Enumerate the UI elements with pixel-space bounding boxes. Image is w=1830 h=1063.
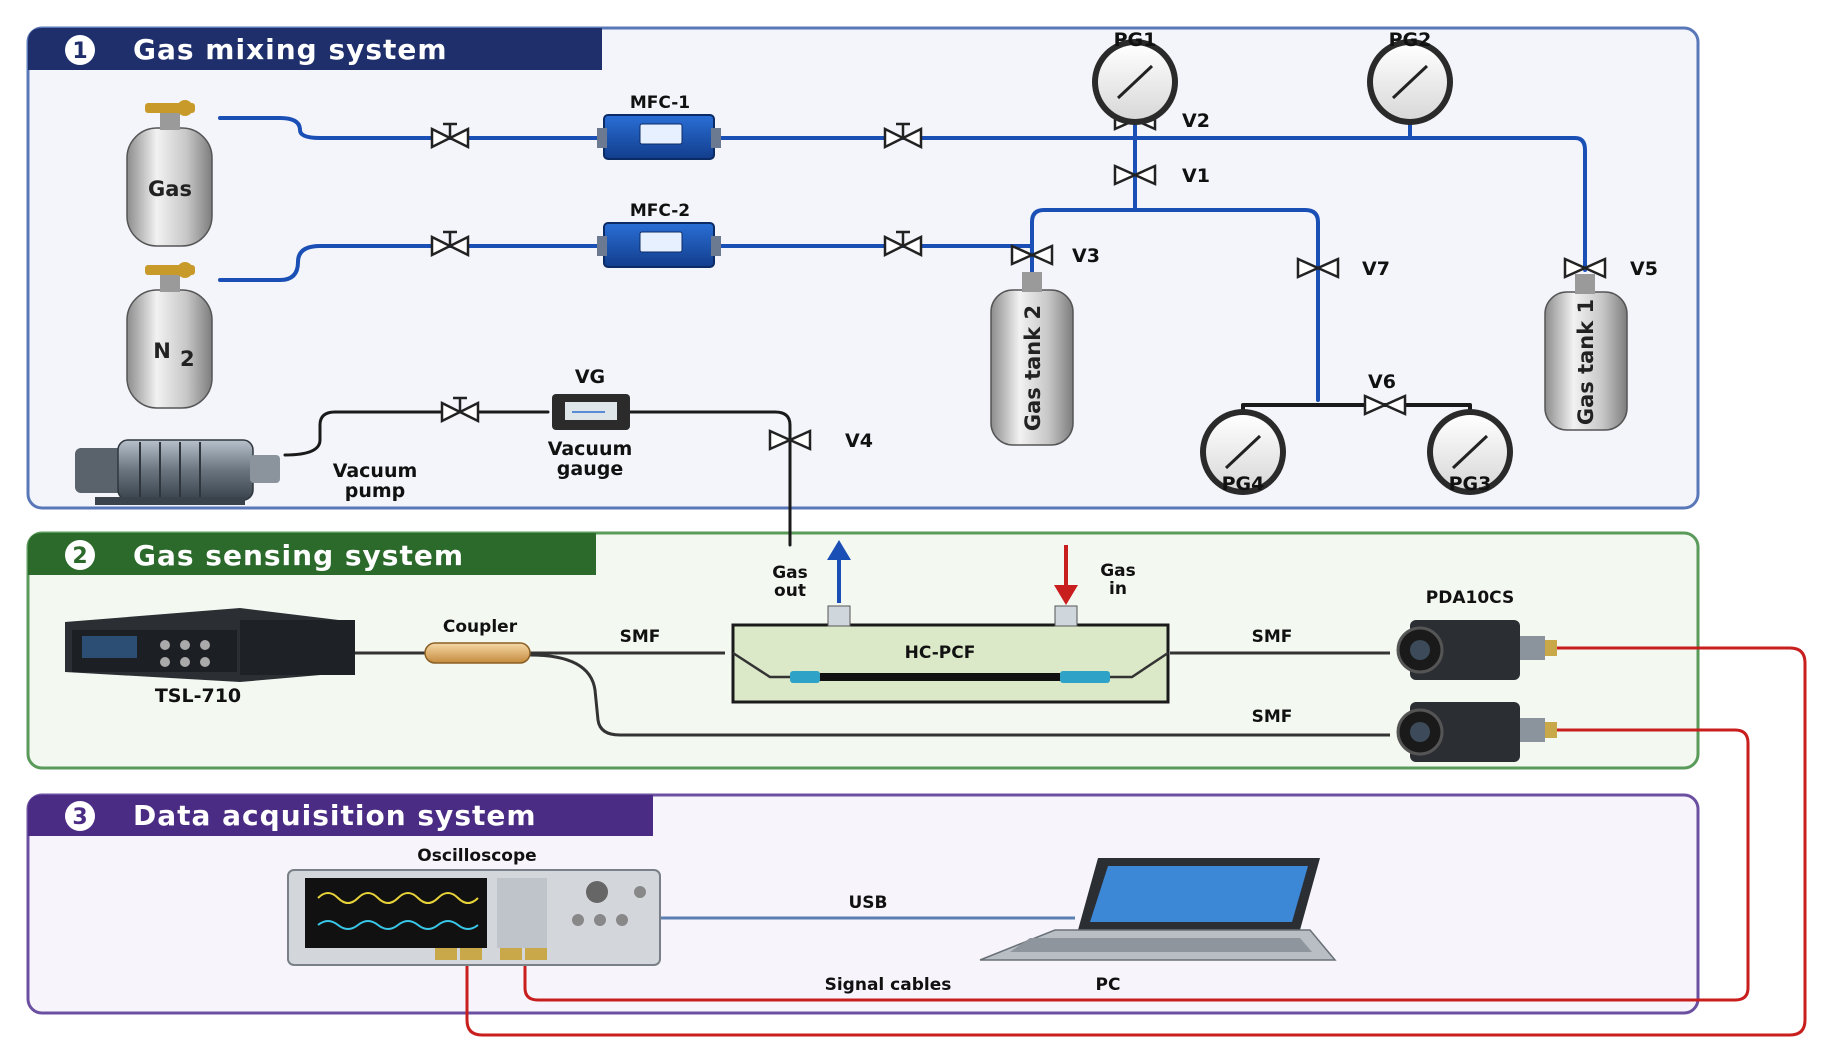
valve-v5-label: V5 (1630, 258, 1658, 280)
hc-pcf-chamber (731, 605, 1170, 704)
vacuum-pump-label-1: Vacuum (333, 460, 418, 482)
oscilloscope (287, 869, 661, 966)
pg4-label: PG4 (1222, 473, 1265, 495)
gas-in-arrow (1054, 545, 1078, 605)
gas-cylinder: Gas (126, 100, 213, 247)
mfc1: MFC-1 (597, 93, 721, 160)
vg-label: VG (575, 366, 605, 388)
smf-label-3: SMF (1252, 707, 1293, 727)
pressure-gauge-pg2 (1367, 39, 1453, 125)
valve-v4[interactable] (768, 429, 812, 451)
gas-out-label-1: Gas (772, 563, 808, 583)
gas-tank-2-label: Gas tank 2 (1021, 305, 1045, 431)
mfc2-label: MFC-2 (630, 201, 690, 221)
section-3-title: Data acquisition system (133, 799, 537, 832)
pg1-label: PG1 (1114, 29, 1157, 51)
smf-label-1: SMF (620, 627, 661, 647)
laser-tsl710 (65, 608, 355, 682)
vacuum-gauge (552, 394, 630, 430)
valve-mfc2-outlet[interactable] (883, 230, 923, 258)
pressure-gauge-pg1 (1092, 39, 1178, 125)
photodetector-1 (1396, 620, 1557, 680)
section-2-title: Gas sensing system (133, 539, 464, 572)
signal-cables (465, 646, 1807, 1037)
valve-v1[interactable] (1113, 164, 1157, 186)
laptop-pc (979, 858, 1337, 961)
vacuum-gauge-label-2: gauge (557, 458, 623, 480)
vacuum-pump (75, 439, 280, 505)
pc-label: PC (1096, 975, 1121, 995)
mfc2: MFC-2 (597, 201, 721, 268)
section-3-number: 3 (72, 805, 87, 830)
gas-out-label-2: out (774, 581, 806, 601)
valve-v4-label: V4 (845, 430, 873, 452)
gas-in-label-1: Gas (1100, 561, 1136, 581)
n2-cylinder-label: N (153, 339, 171, 363)
usb-label: USB (848, 893, 887, 913)
pg3-label: PG3 (1449, 473, 1492, 495)
valve-v7[interactable] (1296, 257, 1340, 279)
valve-v6-label: V6 (1368, 371, 1396, 393)
section-1-number: 1 (72, 39, 87, 64)
pressure-gauge-pg4 (1200, 409, 1286, 495)
vacuum-pump-label-2: pump (345, 480, 406, 502)
gas-tank-1-label: Gas tank 1 (1574, 299, 1598, 425)
oscilloscope-label: Oscilloscope (417, 846, 536, 866)
gas-in-label-2: in (1109, 579, 1127, 599)
mfc1-label: MFC-1 (630, 93, 690, 113)
pg2-label: PG2 (1389, 29, 1432, 51)
fiber-lines (355, 651, 1390, 737)
gas-tank-1: Gas tank 1 (1544, 274, 1628, 431)
section-1-frame: 1 Gas mixing system (26, 26, 1700, 510)
valve-n2-inlet[interactable] (430, 230, 470, 258)
smf-label-2: SMF (1252, 627, 1293, 647)
laser-label: TSL-710 (155, 685, 241, 707)
n2-cylinder: N 2 (126, 262, 213, 409)
pressure-gauge-pg3 (1427, 409, 1513, 495)
valve-v6[interactable] (1363, 394, 1407, 416)
valve-mfc1-outlet[interactable] (883, 122, 923, 150)
photodetector-2 (1396, 702, 1557, 762)
valve-v5[interactable] (1563, 257, 1607, 279)
gas-out-arrow (827, 540, 851, 603)
valve-v3-label: V3 (1072, 245, 1100, 267)
hc-pcf-label: HC-PCF (905, 643, 976, 663)
n2-cylinder-subscript: 2 (180, 347, 195, 371)
section-1-title: Gas mixing system (133, 33, 448, 66)
gas-cylinder-label: Gas (148, 177, 192, 201)
coupler-label: Coupler (443, 617, 518, 637)
gas-tank-2: Gas tank 2 (990, 272, 1074, 446)
section-2-number: 2 (72, 544, 87, 569)
valve-v3[interactable] (1010, 244, 1054, 266)
valve-v7-label: V7 (1362, 258, 1390, 280)
vacuum-gauge-label-1: Vacuum (548, 438, 633, 460)
photodetector-label: PDA10CS (1426, 588, 1514, 608)
valve-v2-label: V2 (1182, 110, 1210, 132)
signal-cables-label: Signal cables (825, 975, 952, 995)
valve-gas-inlet[interactable] (430, 122, 470, 150)
valve-vacuum[interactable] (440, 396, 480, 424)
valve-v1-label: V1 (1182, 165, 1210, 187)
coupler (424, 642, 531, 664)
